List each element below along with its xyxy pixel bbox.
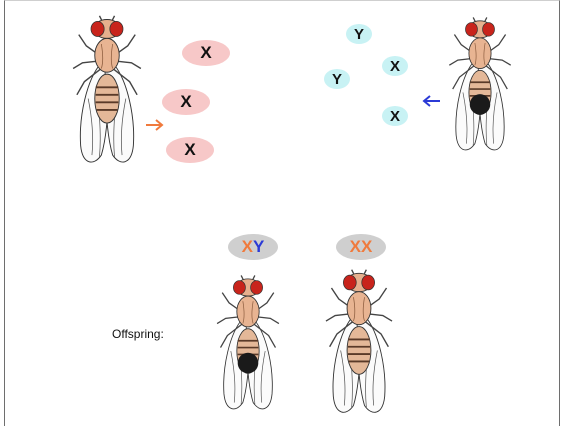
male-y-chromosome: Y xyxy=(346,24,372,44)
female-x-chromosome: X xyxy=(182,40,230,66)
female-x-chromosome: X xyxy=(166,137,214,163)
female-arrow-icon xyxy=(144,118,166,132)
offspring-male-fly-icon xyxy=(200,272,296,418)
offspring-male-x: X xyxy=(242,237,253,257)
male-x-chromosome: X xyxy=(382,106,408,126)
male-arrow-icon xyxy=(420,94,442,108)
offspring-male-y: Y xyxy=(253,237,264,257)
female-parent-fly-icon xyxy=(52,12,162,172)
male-x-chromosome: X xyxy=(382,56,408,76)
offspring-female-x2: X xyxy=(361,237,372,257)
offspring-label: Offspring: xyxy=(112,327,164,341)
male-parent-fly-icon xyxy=(430,14,530,159)
male-y-chromosome: Y xyxy=(324,69,350,89)
female-x-chromosome: X xyxy=(162,89,210,115)
offspring-female-fly-icon xyxy=(304,266,414,422)
offspring-female-x1: X xyxy=(350,237,361,257)
